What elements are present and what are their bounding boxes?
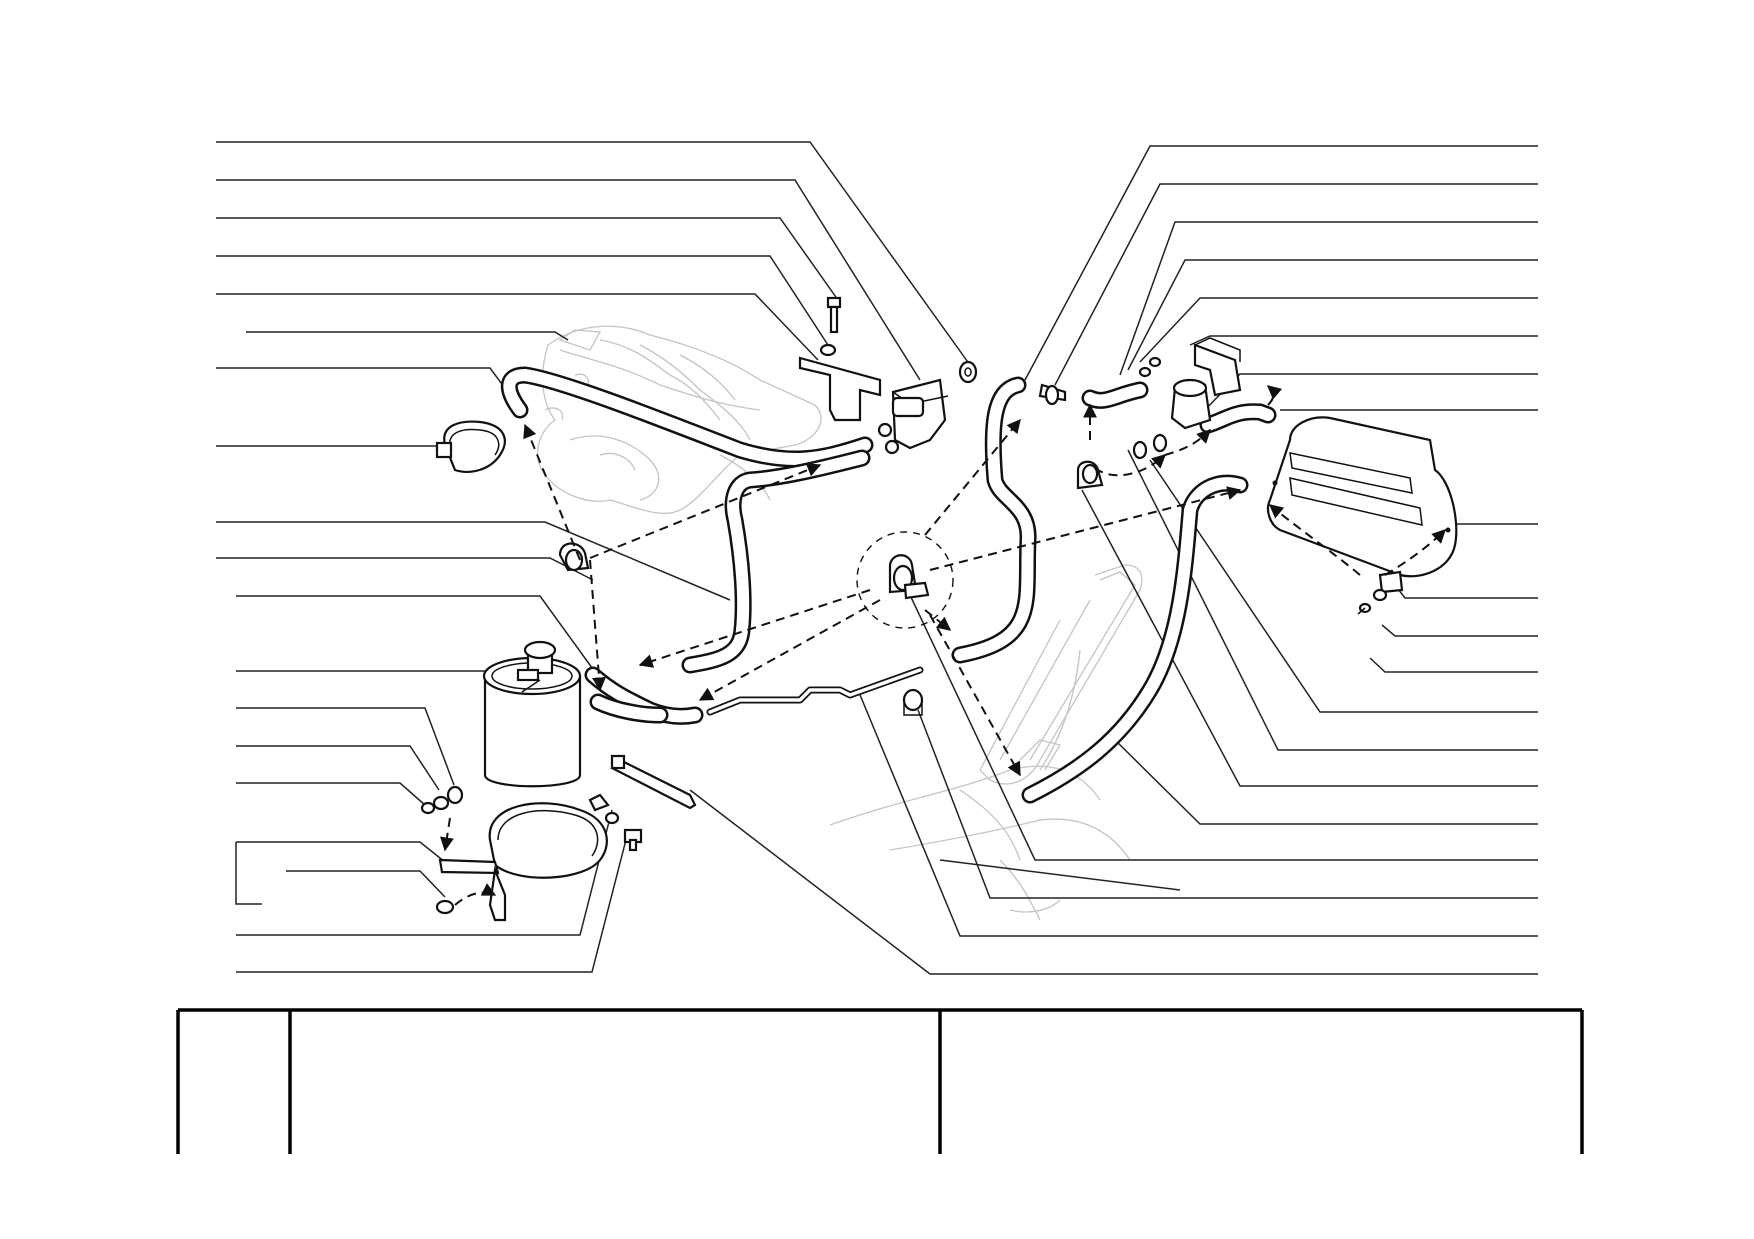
breather-hose-upper [500, 366, 874, 468]
cable-tie [610, 754, 697, 810]
grommet-upper [958, 360, 978, 384]
clip-right [1076, 460, 1104, 490]
hose-vertical-center [951, 376, 1037, 664]
hose-short-right [1081, 381, 1149, 409]
hose-clip-left [558, 542, 590, 572]
bush-center [902, 688, 924, 716]
engine-intake-manifold-outline [536, 325, 822, 514]
charcoal-canister [482, 640, 582, 788]
washer-upper [819, 343, 837, 357]
heat-shield-bracket [1357, 570, 1404, 615]
purge-hose-long [681, 449, 871, 674]
grommets-right [1132, 433, 1168, 460]
strap-bolt [604, 811, 643, 852]
canister-mounting-strap [438, 793, 610, 922]
fuel-tank-filler-outline [829, 564, 1143, 921]
purge-valve-bracket [798, 356, 882, 422]
hose-separator-outlet [1199, 403, 1277, 434]
title-block [176, 1008, 1584, 1154]
hose-filler-neck [1021, 474, 1249, 804]
hose-clip-center-detail [856, 531, 954, 629]
heat-shield [1266, 416, 1458, 578]
screw-small-right [1138, 356, 1162, 378]
canister-hose-lower [589, 693, 669, 724]
connector-stub [1038, 383, 1067, 406]
vapour-pipe [706, 666, 924, 716]
assembly-arrows [440, 385, 1446, 906]
hose-clip-strap [435, 420, 506, 473]
leader-lines-right [689, 145, 1538, 975]
bolt-upper [826, 296, 842, 334]
separator-valve [1170, 337, 1242, 430]
strap-nuts [420, 785, 464, 915]
purge-valve [877, 378, 949, 455]
